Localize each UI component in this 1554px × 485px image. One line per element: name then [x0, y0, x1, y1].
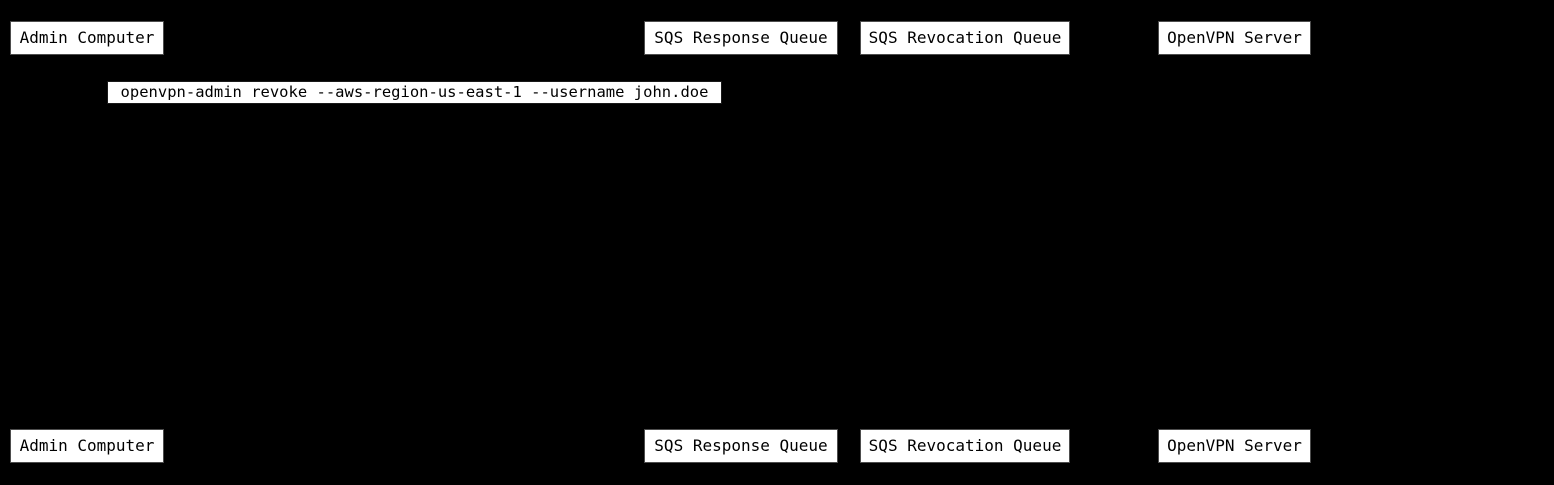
actor-box-openvpn-server-bottom: OpenVPN Server	[1158, 429, 1311, 463]
actor-label-openvpn-server-bottom: OpenVPN Server	[1167, 436, 1302, 455]
actor-label-sqs-response-queue-bottom: SQS Response Queue	[654, 436, 828, 455]
actor-box-sqs-response-queue-top: SQS Response Queue	[644, 21, 838, 55]
actor-box-sqs-revocation-queue-bottom: SQS Revocation Queue	[860, 429, 1070, 463]
actor-box-sqs-revocation-queue-top: SQS Revocation Queue	[860, 21, 1070, 55]
actor-box-sqs-response-queue-bottom: SQS Response Queue	[644, 429, 838, 463]
message-label-revoke-command: openvpn-admin revoke --aws-region-us-eas…	[107, 81, 722, 104]
message-text-revoke-command: openvpn-admin revoke --aws-region-us-eas…	[120, 82, 709, 101]
actor-label-sqs-response-queue-top: SQS Response Queue	[654, 28, 828, 47]
actor-label-admin-computer-top: Admin Computer	[19, 28, 155, 47]
actor-label-openvpn-server-top: OpenVPN Server	[1167, 28, 1302, 47]
actor-box-admin-computer-top: Admin Computer	[10, 21, 164, 55]
actor-label-admin-computer-bottom: Admin Computer	[19, 436, 155, 455]
actor-label-sqs-revocation-queue-bottom: SQS Revocation Queue	[868, 436, 1062, 455]
actor-label-sqs-revocation-queue-top: SQS Revocation Queue	[868, 28, 1062, 47]
actor-box-openvpn-server-top: OpenVPN Server	[1158, 21, 1311, 55]
actor-box-admin-computer-bottom: Admin Computer	[10, 429, 164, 463]
